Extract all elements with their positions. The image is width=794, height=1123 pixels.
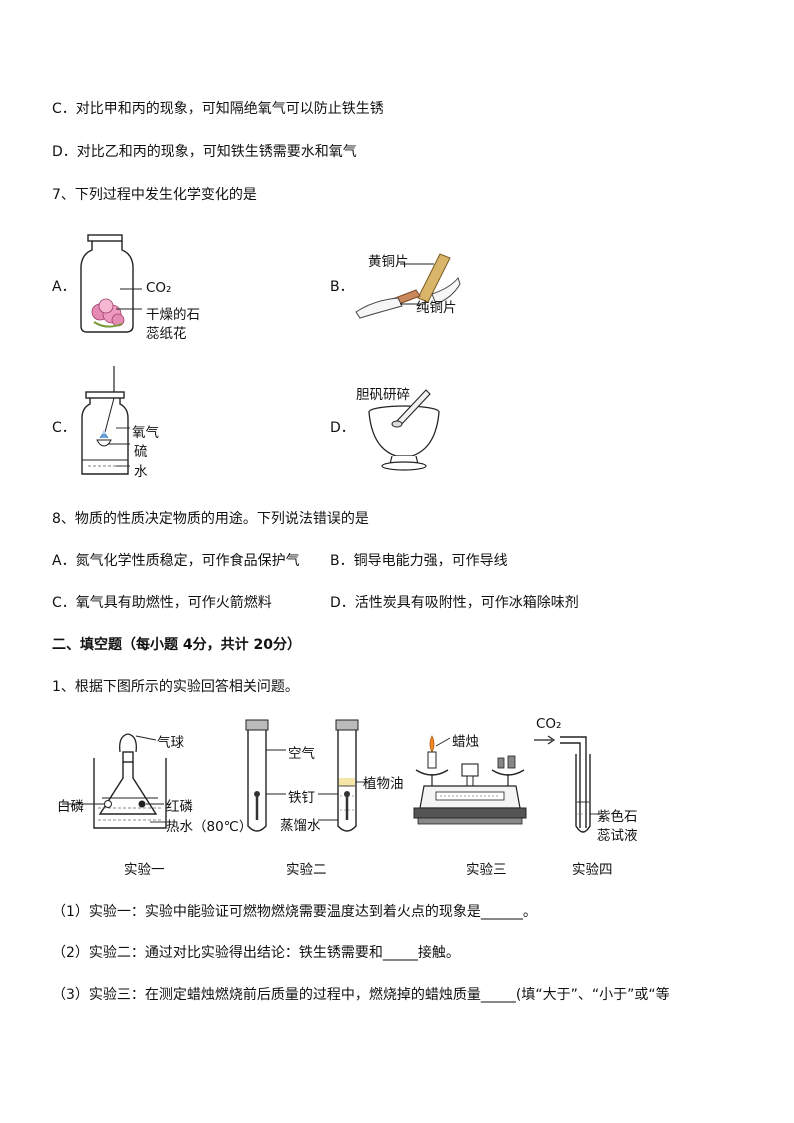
iron-nail-label: 铁钉 xyxy=(288,790,315,806)
q7-option-d-letter: D． xyxy=(330,420,355,436)
pure-copper-label: 纯铜片 xyxy=(416,300,457,316)
experiment-4-caption: 实验四 xyxy=(572,862,613,878)
q7-stem: 7、下列过程中发生化学变化的是 xyxy=(52,187,257,203)
sulfur-in-oxygen-figure xyxy=(81,366,130,475)
fill-q1-stem: 1、根据下图所示的实验回答相关问题。 xyxy=(52,679,299,695)
experiment-4-figure xyxy=(534,735,600,833)
brass-sheet-label: 黄铜片 xyxy=(368,254,409,270)
jar-with-litmus-flower-figure xyxy=(80,234,142,333)
oxygen-label: 氧气 xyxy=(132,425,159,441)
red-phosphorus-label: 红磷 xyxy=(166,799,193,815)
experiment-3-figure xyxy=(413,735,527,825)
q7-option-c-letter: C． xyxy=(52,420,76,436)
air-label: 空气 xyxy=(288,746,315,762)
q8-option-b: B．铜导电能力强，可作导线 xyxy=(330,553,508,569)
experiment-1-caption: 实验一 xyxy=(124,862,165,878)
q6-option-d: D．对比乙和丙的现象，可知铁生锈需要水和氧气 xyxy=(52,144,357,160)
white-phosphorus-label: 白磷 xyxy=(57,799,84,815)
experiment-3-caption: 实验三 xyxy=(466,862,507,878)
mortar-and-pestle-figure xyxy=(368,389,440,471)
experiment-2-figure xyxy=(245,719,370,832)
q8-stem: 8、物质的性质决定物质的用途。下列说法错误的是 xyxy=(52,511,369,527)
water-label: 水 xyxy=(134,464,148,480)
q8-option-d: D．活性炭具有吸附性，可作冰箱除味剂 xyxy=(330,595,579,611)
experiment-1-figure xyxy=(62,733,167,829)
vegetable-oil-label: 植物油 xyxy=(363,776,404,792)
sulfur-label: 硫 xyxy=(134,444,148,460)
dry-litmus-label-1: 干燥的石 xyxy=(146,307,200,323)
experiment-2-caption: 实验二 xyxy=(286,862,327,878)
fill-q1-sub3: （3）实验三：在测定蜡烛燃烧前后质量的过程中，燃烧掉的蜡烛质量_____(填“大… xyxy=(52,987,670,1003)
fill-q1-sub2: （2）实验二：通过对比实验得出结论：铁生锈需要和_____接触。 xyxy=(52,945,460,961)
purple-litmus-label-1: 紫色石 xyxy=(597,809,638,825)
fill-q1-sub1: （1）实验一：实验中能验证可燃物燃烧需要温度达到着火点的现象是______。 xyxy=(52,904,537,920)
purple-litmus-label-2: 蕊试液 xyxy=(597,828,638,844)
grinding-caption: 胆矾研碎 xyxy=(356,387,410,403)
hot-water-label: 热水（80℃） xyxy=(166,819,253,835)
co2-label-exp4: CO₂ xyxy=(536,716,562,732)
q6-option-c: C．对比甲和丙的现象，可知隔绝氧气可以防止铁生锈 xyxy=(52,101,384,117)
q7-option-b-letter: B． xyxy=(330,279,354,295)
candle-label: 蜡烛 xyxy=(452,734,479,750)
dry-litmus-label-2: 蕊纸花 xyxy=(146,326,187,342)
balloon-label: 气球 xyxy=(157,735,184,751)
q7-option-a-letter: A． xyxy=(52,279,76,295)
metal-scratch-figure xyxy=(355,253,461,319)
distilled-water-label: 蒸馏水 xyxy=(280,818,321,834)
q8-option-a: A．氮气化学性质稳定，可作食品保护气 xyxy=(52,553,300,569)
q8-option-c: C．氧气具有助燃性，可作火箭燃料 xyxy=(52,595,272,611)
section-2-heading: 二、填空题（每小题 4分，共计 20分） xyxy=(52,637,301,653)
co2-label-a: CO₂ xyxy=(146,280,172,296)
